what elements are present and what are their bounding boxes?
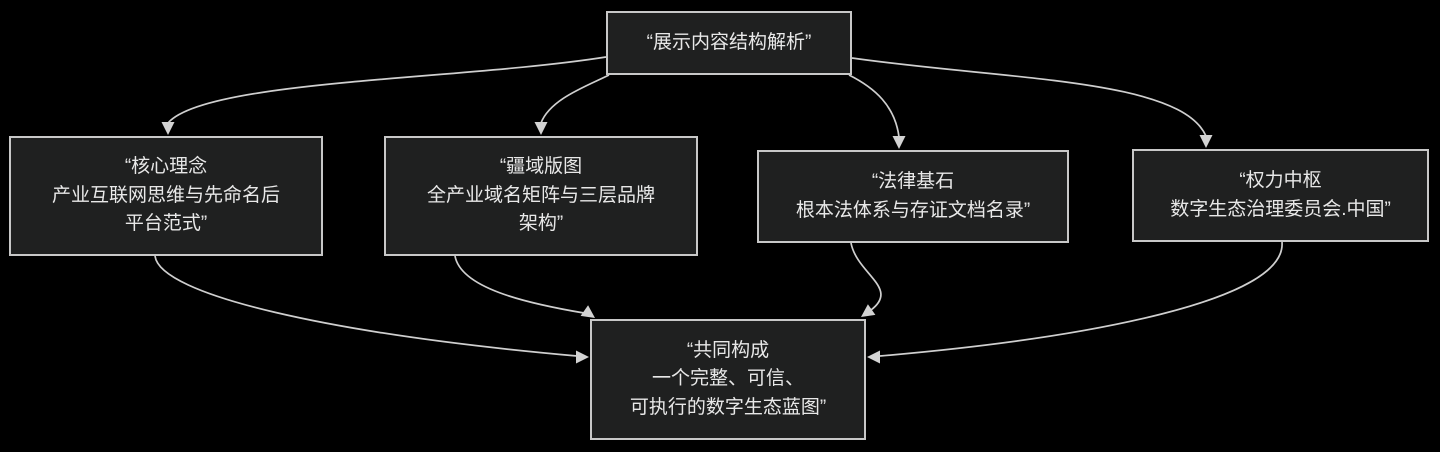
node-legal-line-2: 根本法体系与存证文档名录”	[795, 199, 1031, 221]
arrowhead-root-core	[161, 122, 175, 135]
arrowhead-legal-summary	[861, 304, 876, 317]
node-power-hub: “权力中枢 数字生态治理委员会.中国”	[1132, 149, 1429, 242]
node-core-concept: “核心理念 产业互联网思维与先命名后 平台范式”	[9, 136, 323, 256]
arrowhead-territory-summary	[580, 305, 595, 318]
edge-root-legal	[848, 74, 900, 138]
node-summary: “共同构成 一个完整、可信、 可执行的数字生态蓝图”	[590, 319, 866, 440]
edge-root-core	[167, 56, 607, 124]
edge-root-territory	[540, 74, 610, 124]
node-core-line-1: “核心理念	[124, 156, 208, 178]
node-summary-line-1: “共同构成	[686, 339, 770, 361]
edge-legal-summary	[850, 242, 882, 311]
node-power-line-1: “权力中枢	[1239, 170, 1322, 191]
node-root-label: “展示内容结构解析”	[646, 31, 812, 53]
node-territory-line-2: 全产业域名矩阵与三层品牌	[426, 184, 655, 206]
arrowhead-power-summary	[867, 350, 880, 364]
arrowhead-root-legal	[892, 136, 906, 149]
node-legal-line-1: “法律基石	[871, 171, 955, 192]
edge-territory-summary	[454, 255, 585, 314]
node-summary-line-3: 可执行的数字生态蓝图”	[629, 396, 827, 418]
node-summary-line-2: 一个完整、可信、	[651, 368, 804, 390]
node-territory-map: “疆域版图 全产业域名矩阵与三层品牌 架构”	[384, 136, 698, 256]
edge-power-summary	[879, 241, 1283, 357]
edge-core-summary	[154, 255, 578, 357]
node-core-line-2: 产业互联网思维与先命名后	[51, 184, 280, 206]
node-root: “展示内容结构解析”	[606, 11, 852, 75]
node-territory-line-1: “疆域版图	[499, 156, 583, 178]
node-territory-line-3: 架构”	[518, 213, 564, 235]
arrowhead-root-territory	[534, 122, 548, 135]
node-core-line-3: 平台范式”	[124, 213, 208, 235]
arrowhead-core-summary	[576, 350, 589, 364]
node-legal-foundation: “法律基石 根本法体系与存证文档名录”	[757, 150, 1069, 243]
arrowhead-root-power	[1199, 135, 1213, 148]
node-power-line-2: 数字生态治理委员会.中国”	[1170, 198, 1391, 220]
edge-root-power	[851, 57, 1207, 137]
